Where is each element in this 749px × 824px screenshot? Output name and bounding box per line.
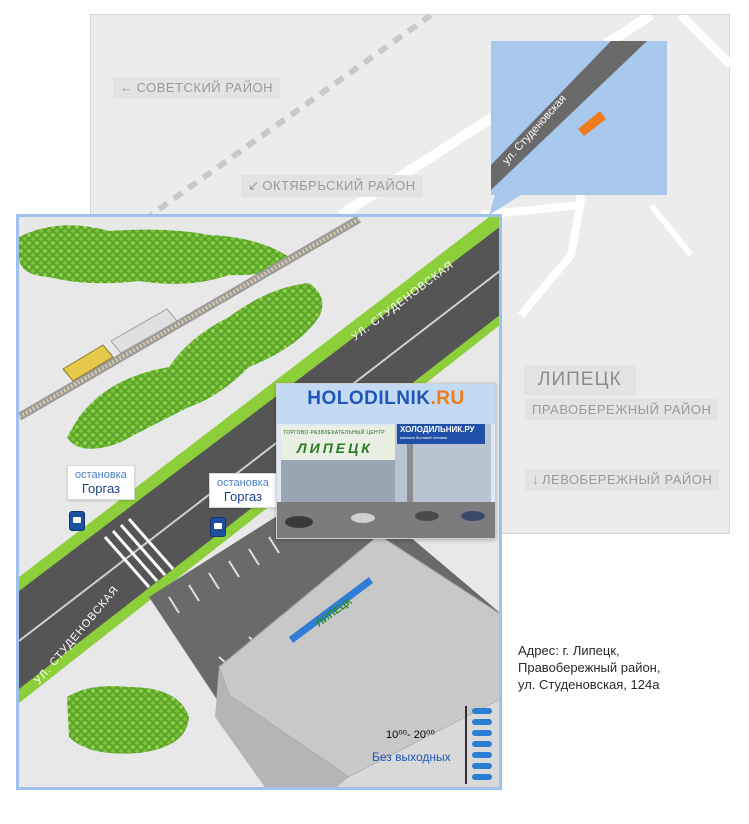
tree-cluster [67,283,323,449]
menu-bar-icon[interactable] [472,763,492,769]
bus-stop-icon [210,517,226,537]
crosswalk [103,518,175,588]
bus-stop-label: остановка Горгаз [67,465,135,500]
days-off: Без выходных [372,750,451,764]
inset-box [491,41,667,195]
menu-bar-icon[interactable] [472,752,492,758]
store-sign: ХОЛОДИЛЬНИК.РУ магазин бытовой техники [397,424,485,444]
overview-road [677,11,735,69]
opening-hours: 10⁰⁰- 20⁰⁰ [386,729,435,741]
menu-bar-icon[interactable] [472,708,492,714]
bus-stop-icon [69,511,85,531]
address-line: Правобережный район, [518,660,661,675]
address-line: ул. Студеновская, 124а [518,677,660,692]
district-levoberezhny: ↓ЛЕВОБЕРЕЖНЫЙ РАЙОН [525,469,720,490]
store-address: Адрес: г. Липецк, Правобережный район, у… [518,642,660,693]
mall-stripe [289,577,373,643]
menu-bar-icon[interactable] [472,719,492,725]
menu-bar-icon[interactable] [472,741,492,747]
railway-ties [19,217,361,419]
city-label: ЛИПЕЦК [524,365,636,395]
store-logo: HOLODILNIK.RU [307,388,465,409]
menu-bar-icon[interactable] [472,774,492,780]
address-line: Адрес: г. Липецк, [518,643,620,658]
arrow-down-icon: ↓ [532,472,539,487]
tree-cluster [19,225,289,284]
inset-street [491,41,647,190]
mall-facade [215,667,349,787]
mall-roof [330,700,499,787]
tree-cluster [67,686,189,754]
arrow-left-icon: ← [120,80,134,95]
overview-road [480,201,582,219]
arrow-down-left-icon: ↙ [248,178,260,193]
detail-map: ЛИПЕЦК УЛ. СТУДЕНОВСКАЯ УЛ. СТУДЕНОВСКАЯ… [16,214,502,790]
overview-map: ул. Студеновская ←СОВЕТСКИЙ РАЙОН ↙ОКТЯБ… [90,10,735,534]
building-caption: ТОРГОВО-РАЗВЛЕКАТЕЛЬНЫЙ ЦЕНТР [283,430,385,436]
road-centerline [19,270,499,642]
district-pravoberezhny: ПРАВОБЕРЕЖНЫЙ РАЙОН [525,399,719,420]
overview-railway [149,12,433,218]
building-name: ЛИПЕЦК [297,440,373,456]
district-sovetsky: ←СОВЕТСКИЙ РАЙОН [113,77,281,98]
divider [465,706,467,784]
bus-stop-label: остановка Горгаз [209,473,277,508]
menu-bar-icon[interactable] [472,730,492,736]
train-locomotive [62,344,114,382]
photo-image [277,384,495,538]
train-car [110,308,178,354]
overview-roads: ул. Студеновская [149,10,735,318]
location-marker [578,111,606,136]
district-oktyabrsky: ↙ОКТЯБРЬСКИЙ РАЙОН [241,175,423,197]
store-photo: HOLODILNIK.RU ТОРГОВО-РАЗВЛЕКАТЕЛЬНЫЙ ЦЕ… [276,383,496,539]
overview-road [648,203,694,257]
